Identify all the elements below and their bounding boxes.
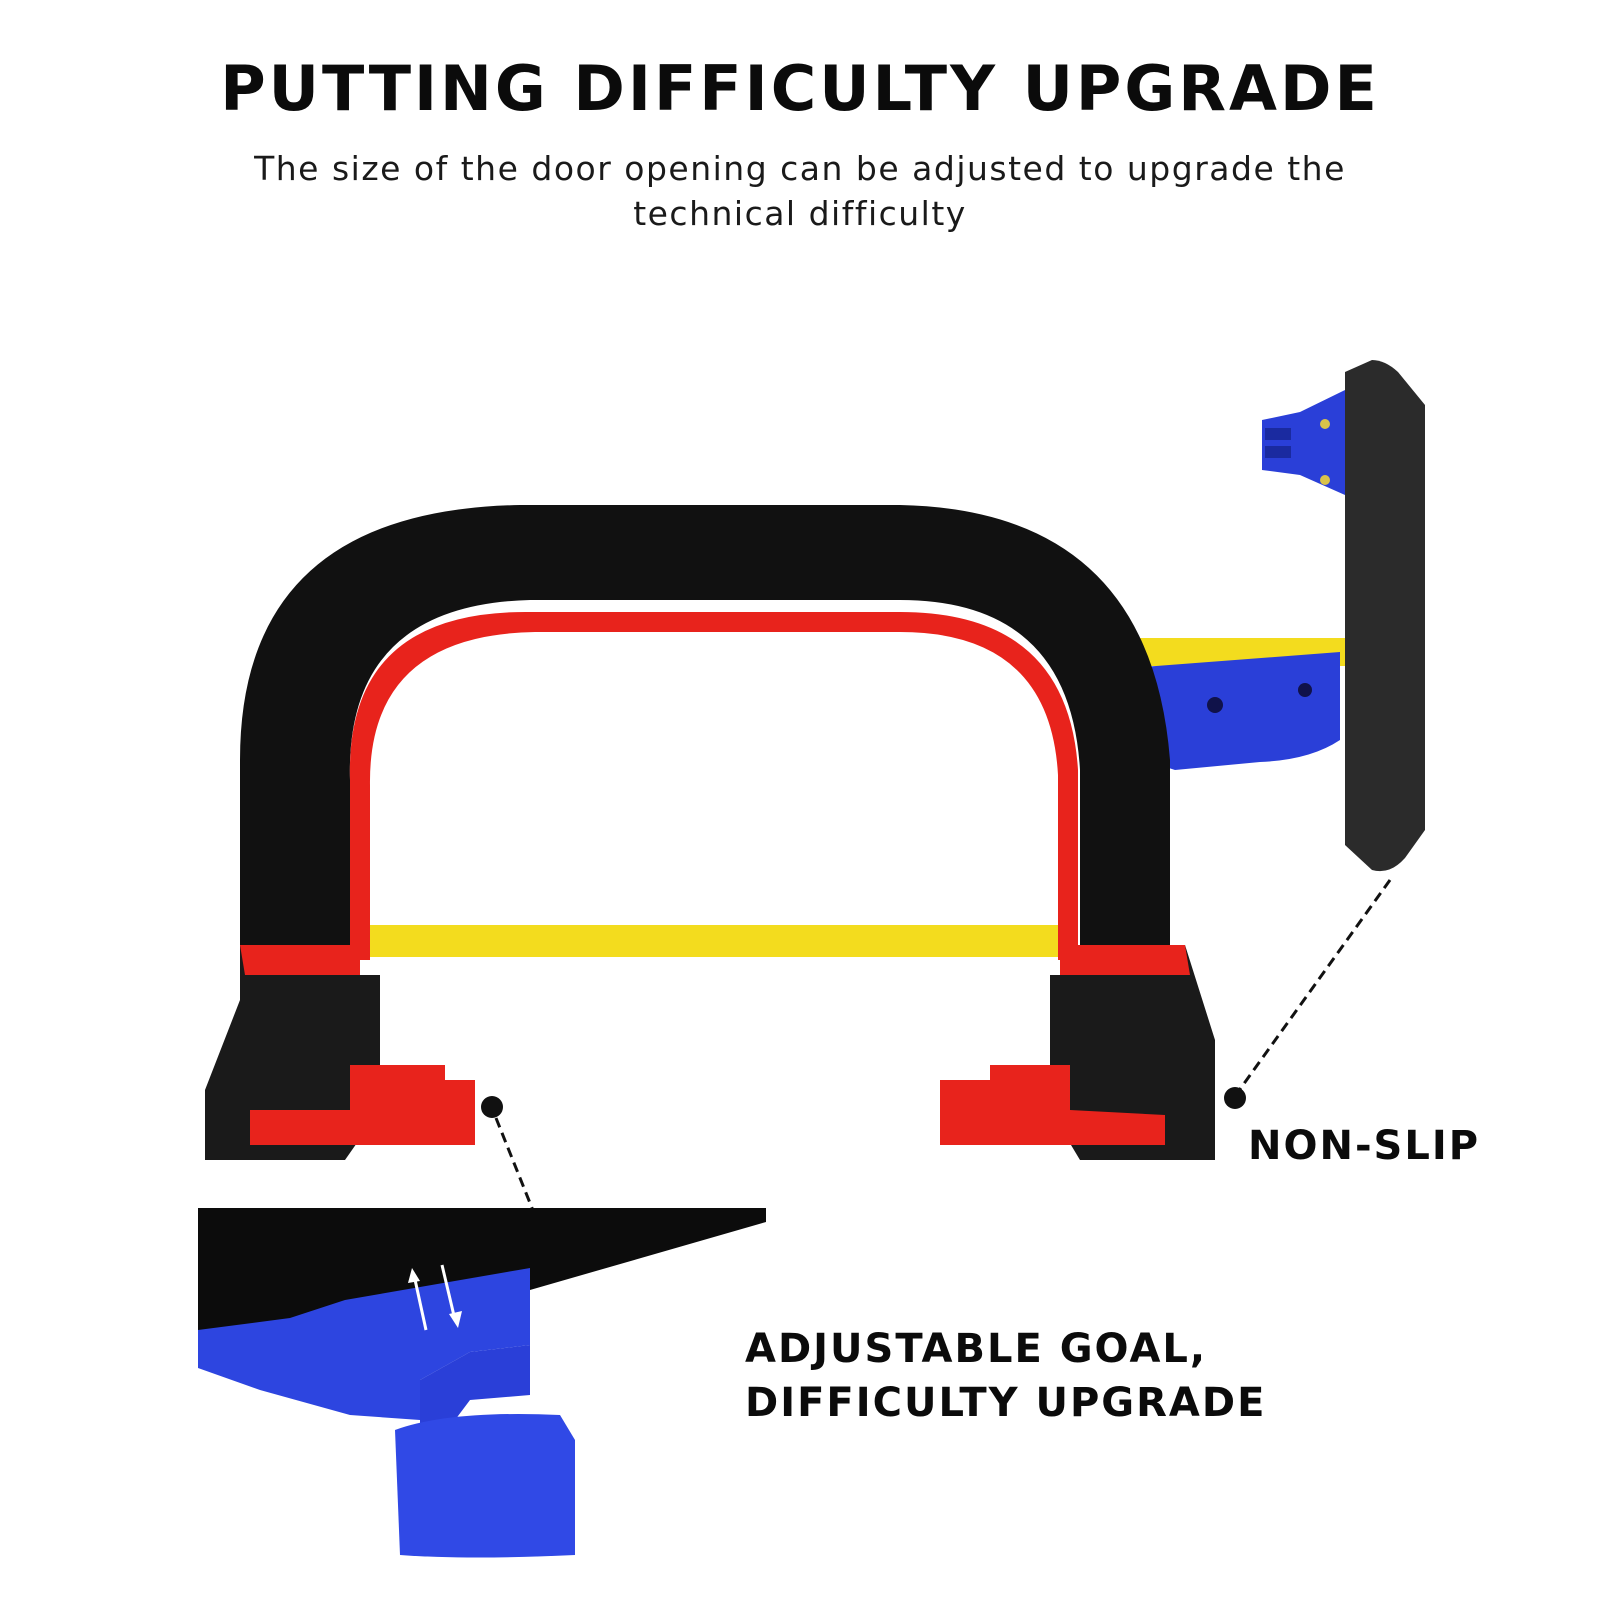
side-attachment bbox=[1090, 360, 1425, 872]
callout-adjustable-line2: DIFFICULTY UPGRADE bbox=[745, 1380, 1267, 1426]
side-blue-bracket bbox=[1128, 652, 1340, 770]
arrow-down-icon bbox=[449, 1311, 462, 1328]
left-foot bbox=[205, 945, 380, 1160]
arch-red-stripe bbox=[349, 611, 1078, 960]
callout-adjustable-line1: ADJUSTABLE GOAL, bbox=[745, 1326, 1208, 1372]
yellow-crossbar bbox=[370, 925, 1060, 957]
arch-black-shell bbox=[240, 505, 1170, 960]
left-red-tab bbox=[250, 1065, 475, 1145]
callout-adjustable-label: ADJUSTABLE GOAL, DIFFICULTY UPGRADE bbox=[745, 1322, 1266, 1430]
non-slip-pad bbox=[1345, 360, 1425, 872]
side-blue-clip bbox=[1262, 390, 1345, 495]
page-title: PUTTING DIFFICULTY UPGRADE bbox=[220, 52, 1380, 125]
arrow-up-icon bbox=[408, 1268, 420, 1283]
blue-slider-knob bbox=[395, 1414, 575, 1558]
goal-arch bbox=[205, 505, 1215, 1160]
right-red-tab bbox=[940, 1065, 1165, 1145]
right-foot bbox=[1050, 945, 1215, 1160]
page-subtitle: The size of the door opening can be adju… bbox=[254, 149, 1346, 233]
blue-slider-base bbox=[198, 1268, 530, 1420]
inset-adjuster-detail bbox=[198, 1208, 766, 1558]
callout-non-slip-leader bbox=[1224, 879, 1392, 1109]
callout-non-slip-label: NON-SLIP bbox=[1248, 1123, 1481, 1169]
